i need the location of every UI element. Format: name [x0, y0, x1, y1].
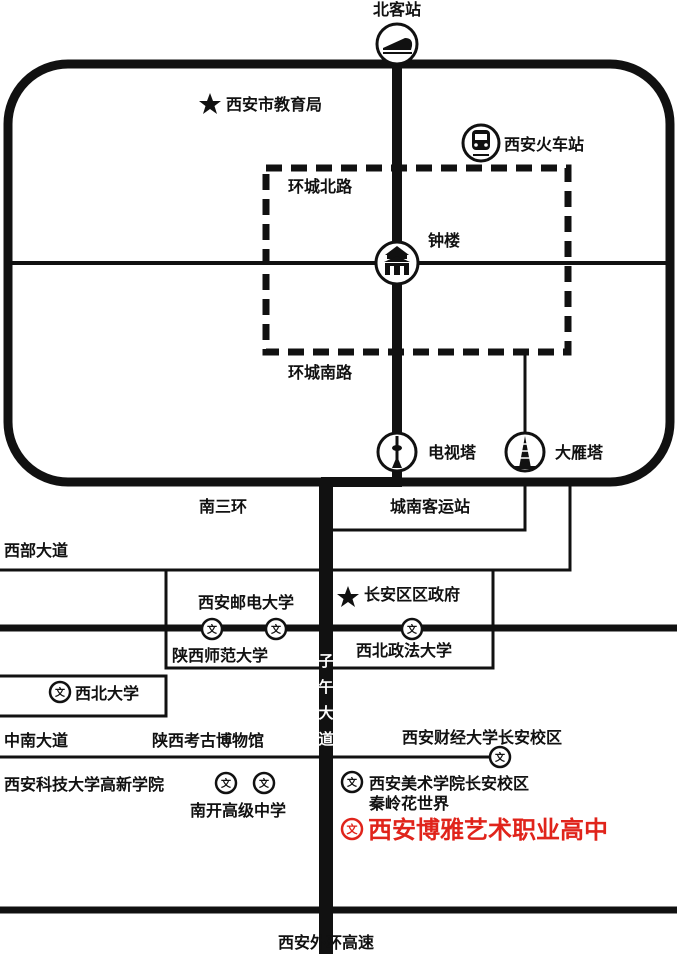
bell-tower-icon	[374, 240, 420, 286]
ziwu-avenue-char: 子	[318, 652, 333, 670]
big-goose-label: 大雁塔	[555, 443, 604, 462]
school-marker-icon: 文	[252, 771, 276, 795]
changan-gov-label: 长安区区政府	[364, 585, 460, 604]
svg-text:文: 文	[221, 777, 232, 790]
svg-text:文: 文	[495, 751, 506, 764]
pagoda-icon	[504, 431, 546, 473]
edu-bureau-label: 西安市教育局	[226, 95, 322, 114]
axis-jog	[321, 470, 402, 954]
svg-text:文: 文	[347, 776, 358, 789]
south-bus-station-label: 城南客运站	[390, 497, 470, 516]
nwu-loop	[0, 674, 168, 718]
school-marker-icon: 文	[400, 617, 424, 641]
school-marker-icon: 文	[200, 617, 224, 641]
target-school-label: 西安博雅艺术职业高中	[368, 816, 608, 844]
north-station-label: 北客站	[373, 0, 421, 19]
star-icon	[199, 93, 221, 114]
svg-text:文: 文	[259, 777, 270, 790]
train-icon	[375, 22, 419, 66]
school-marker-icon: 文	[214, 771, 238, 795]
school-marker-icon: 文	[48, 680, 72, 704]
train-front-icon	[461, 123, 501, 163]
svg-text:文: 文	[347, 822, 359, 836]
city-wall-ring	[262, 164, 572, 356]
svg-text:文: 文	[271, 623, 282, 636]
target-school-marker-icon: 文	[340, 817, 364, 841]
railway-station-label: 西安火车站	[504, 135, 584, 154]
law-univ-label: 西北政法大学	[356, 641, 452, 660]
school-marker-icon: 文	[264, 617, 288, 641]
ring-north-label: 环城北路	[288, 177, 353, 196]
zhongnan-avenue-label: 中南大道	[4, 731, 68, 750]
nankai-school-label: 南开高级中学	[190, 801, 286, 820]
normal-univ-label: 陕西师范大学	[172, 646, 268, 665]
south-bus-road	[326, 480, 527, 532]
northwest-univ-label: 西北大学	[75, 684, 139, 703]
qinling-label: 秦岭花世界	[368, 794, 449, 813]
ziwu-avenue-char: 午	[318, 678, 333, 696]
bell-tower-label: 钟楼	[428, 231, 460, 250]
changan-loop	[164, 570, 495, 670]
school-marker-icon: 文	[340, 770, 364, 794]
svg-text:文: 文	[207, 623, 218, 636]
star-icon	[337, 586, 359, 607]
svg-text:文: 文	[55, 686, 66, 699]
tv-tower-label: 电视塔	[428, 443, 477, 462]
art-academy-label: 西安美术学院长安校区	[369, 774, 529, 793]
finance-univ-label: 西安财经大学长安校区	[402, 728, 562, 747]
ring-south-label: 环城南路	[288, 363, 353, 382]
xibu-avenue-label: 西部大道	[4, 541, 68, 560]
xibu-avenue-road	[0, 482, 572, 572]
ziwu-avenue-char: 大	[318, 704, 333, 722]
ziwu-avenue-char: 道	[318, 730, 333, 748]
svg-text:文: 文	[407, 623, 418, 636]
tv-tower-icon	[376, 431, 418, 473]
school-marker-icon: 文	[488, 745, 512, 769]
tech-univ-label: 西安科技大学高新学院	[4, 775, 164, 794]
south-third-ring-label: 南三环	[199, 497, 247, 516]
posts-univ-label: 西安邮电大学	[198, 593, 294, 612]
outer-ring-label: 西安外环高速	[278, 933, 374, 952]
archaeology-museum-label: 陕西考古博物馆	[152, 731, 264, 750]
